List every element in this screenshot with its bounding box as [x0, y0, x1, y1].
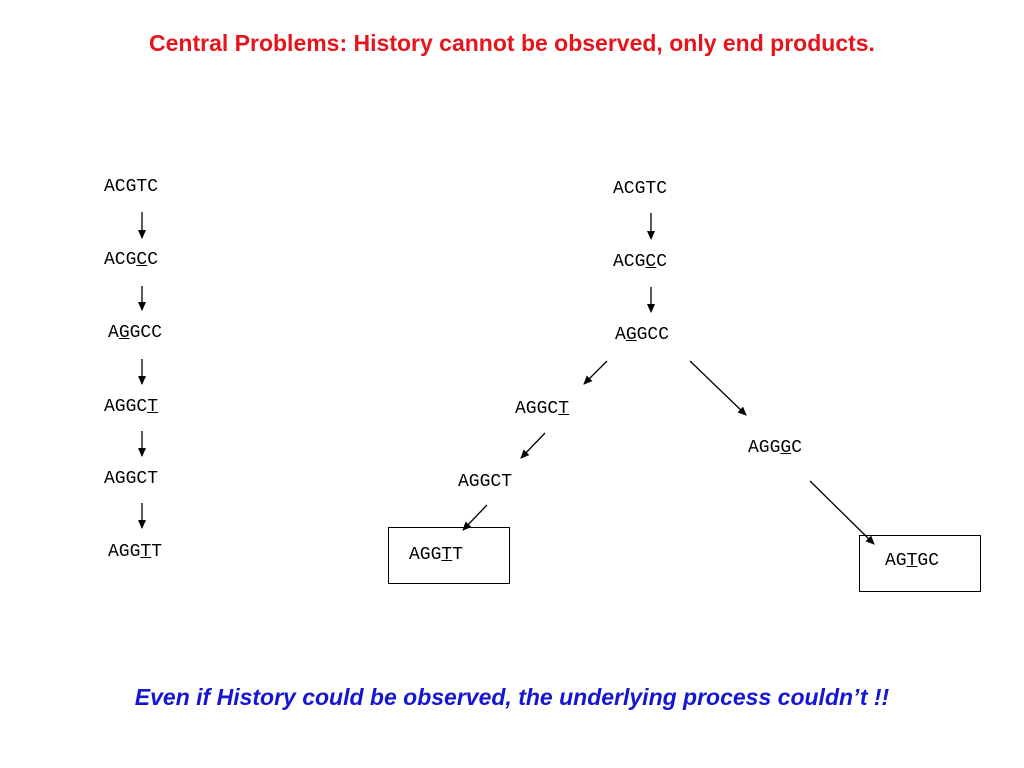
tree-node-left-a: AGGCT [515, 399, 570, 419]
leaf-box-right [859, 535, 981, 592]
tree-leaf-right: AGTGC [885, 551, 940, 571]
leaf-box-left [388, 527, 510, 584]
tree-arrow-7 [809, 480, 875, 545]
left-seq-1: ACGTC [104, 177, 159, 197]
left-seq-5: AGGCT [104, 469, 159, 489]
tree-arrow-5 [520, 432, 546, 459]
tree-node-left-b: AGGCT [458, 472, 513, 492]
left-seq-6: AGGTT [108, 542, 163, 562]
left-seq-4: AGGCT [104, 397, 159, 417]
left-seq-2: ACGCC [104, 250, 159, 270]
tree-arrow-3 [583, 360, 608, 385]
tree-arrow-4 [689, 360, 747, 416]
tree-node-right-a: AGGGC [748, 438, 803, 458]
tree-arrow-6 [462, 504, 488, 531]
left-seq-3: AGGCC [108, 323, 163, 343]
slide-title: Central Problems: History cannot be obse… [149, 30, 875, 56]
tree-leaf-left: AGGTT [409, 545, 464, 565]
tree-node-3: AGGCC [615, 325, 670, 345]
tree-node-root: ACGTC [613, 179, 668, 199]
tree-node-2: ACGCC [613, 252, 668, 272]
footer-note: Even if History could be observed, the u… [134, 684, 890, 710]
